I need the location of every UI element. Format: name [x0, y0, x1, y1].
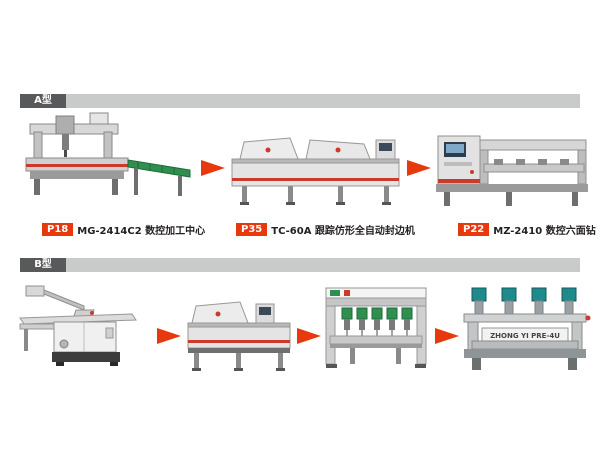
flow-arrow-icon: [296, 326, 322, 350]
cnc-machining-center-image: [24, 110, 196, 210]
edge-banding-machine-b-image: [184, 294, 294, 376]
section-b-label: B型: [20, 258, 66, 272]
machine-name: TC-60A 跟踪仿形全自动封边机: [271, 226, 415, 237]
section-b-strip: [66, 258, 580, 272]
section-b-bar: B型: [20, 258, 580, 272]
four-head-drilling-machine-image: ZHONG YI PRE-4U: [456, 284, 594, 378]
page-code-badge: P18: [42, 223, 74, 236]
page-code-badge: P35: [236, 223, 268, 236]
flow-arrow-icon: [434, 326, 460, 350]
caption-machine-a1: P18 MG-2414C2 数控加工中心: [42, 222, 205, 237]
machine-name: MZ-2410 数控六面钻: [493, 226, 596, 237]
section-a-label: A型: [20, 94, 66, 108]
flow-arrow-icon: [200, 158, 226, 182]
edge-banding-machine-image: [228, 128, 403, 208]
flow-arrow-icon: [406, 158, 432, 182]
flow-arrow-icon: [156, 326, 182, 350]
sliding-table-saw-image: [18, 282, 150, 378]
machine-name: MG-2414C2 数控加工中心: [77, 226, 206, 237]
section-a-bar: A型: [20, 94, 580, 108]
caption-machine-a3: P22 MZ-2410 数控六面钻: [458, 222, 596, 237]
caption-machine-a2: P35 TC-60A 跟踪仿形全自动封边机: [236, 222, 415, 237]
line-boring-machine-image: [320, 284, 432, 378]
brand-text: ZHONG YI PRE-4U: [490, 332, 560, 340]
cnc-six-side-drill-image: [432, 124, 592, 212]
page-code-badge: P22: [458, 223, 490, 236]
section-a-strip: [66, 94, 580, 108]
